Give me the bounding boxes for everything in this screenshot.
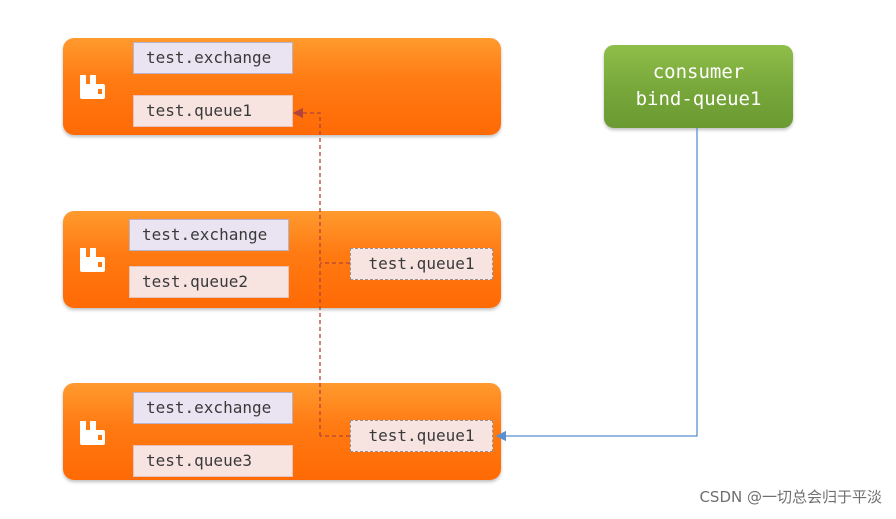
consumer-link xyxy=(495,128,698,442)
rabbitmq-icon xyxy=(80,421,105,445)
mirror-queue-box: test.queue1 xyxy=(350,420,493,452)
rabbitmq-icon xyxy=(80,248,105,272)
rabbitmq-node-1: test.exchange test.queue1 xyxy=(63,38,501,135)
queue-box: test.queue3 xyxy=(133,445,293,477)
exchange-box: test.exchange xyxy=(133,392,293,424)
rabbitmq-icon xyxy=(80,75,105,99)
consumer-binding-label: bind-queue1 xyxy=(635,88,762,110)
watermark: CSDN @一切总会归于平淡 xyxy=(699,488,882,506)
consumer-box: consumer bind-queue1 xyxy=(604,45,793,128)
queue-box: test.queue2 xyxy=(129,266,289,298)
rabbitmq-node-3: test.exchange test.queue3 test.queue1 xyxy=(63,383,501,480)
queue-box: test.queue1 xyxy=(133,95,293,127)
exchange-box: test.exchange xyxy=(133,42,293,74)
mirror-queue-box: test.queue1 xyxy=(350,248,493,280)
consumer-label: consumer xyxy=(652,61,745,83)
rabbitmq-node-2: test.exchange test.queue2 test.queue1 xyxy=(63,211,501,308)
exchange-box: test.exchange xyxy=(129,219,289,251)
